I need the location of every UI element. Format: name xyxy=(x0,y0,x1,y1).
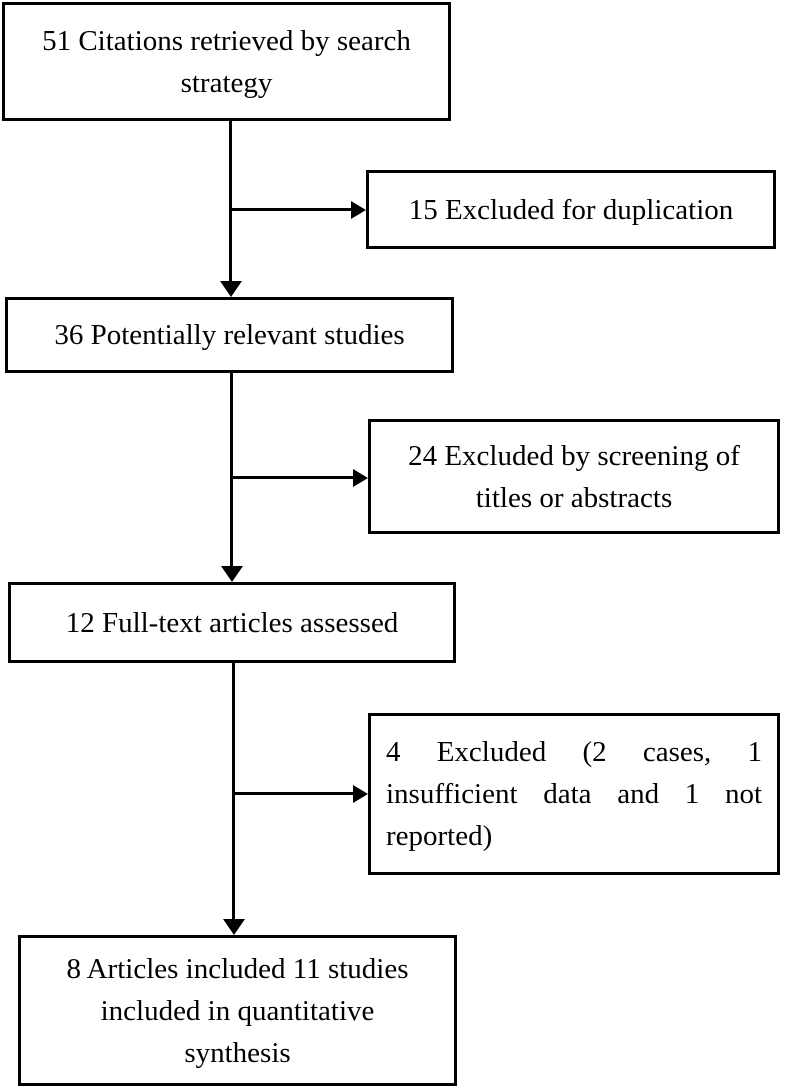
box-text-line: 51 Citations retrieved by search xyxy=(42,24,411,57)
box-text-line: titles or abstracts xyxy=(475,481,673,514)
arrowhead-right-icon xyxy=(353,785,368,803)
arrowhead-right-icon xyxy=(353,469,368,487)
box-potentially-relevant: 36 Potentially relevant studies xyxy=(5,297,454,373)
box-excluded-fulltext: 4 Excluded (2 cases, 1 insufficient data… xyxy=(368,713,780,875)
arrowhead-down-icon xyxy=(223,919,245,935)
box-excluded-screening: 24 Excluded by screening of titles or ab… xyxy=(368,419,780,534)
arrowhead-down-icon xyxy=(221,566,243,582)
box-text-line: 36 Potentially relevant studies xyxy=(54,319,405,351)
box-text-line: reported) xyxy=(386,820,493,852)
box-excluded-duplication: 15 Excluded for duplication xyxy=(366,170,776,249)
arrowhead-down-icon xyxy=(220,281,242,297)
box-text-line: strategy xyxy=(180,66,273,99)
arrow-shaft xyxy=(232,663,235,919)
box-text-line: included in quantitative xyxy=(100,994,375,1027)
arrowhead-right-icon xyxy=(351,201,366,219)
box-text-line: 8 Articles included 11 studies xyxy=(66,952,409,985)
arrow-shaft xyxy=(232,476,353,479)
box-text-line: 24 Excluded by screening of xyxy=(408,439,740,472)
box-citations-retrieved: 51 Citations retrieved by search strateg… xyxy=(2,2,451,121)
box-text-line: synthesis xyxy=(184,1036,291,1069)
box-text-line: 15 Excluded for duplication xyxy=(408,193,734,226)
arrow-shaft xyxy=(233,792,353,795)
box-text-line: 4 Excluded (2 cases, 1 xyxy=(386,736,762,768)
box-text-line: 12 Full-text articles assessed xyxy=(65,606,399,639)
arrow-shaft xyxy=(229,121,232,281)
arrow-shaft xyxy=(231,208,351,211)
arrow-shaft xyxy=(230,373,233,566)
box-included-synthesis: 8 Articles included 11 studies included … xyxy=(18,935,457,1086)
box-fulltext-assessed: 12 Full-text articles assessed xyxy=(8,582,456,663)
box-text-line: insufficient data and 1 not xyxy=(386,778,762,810)
